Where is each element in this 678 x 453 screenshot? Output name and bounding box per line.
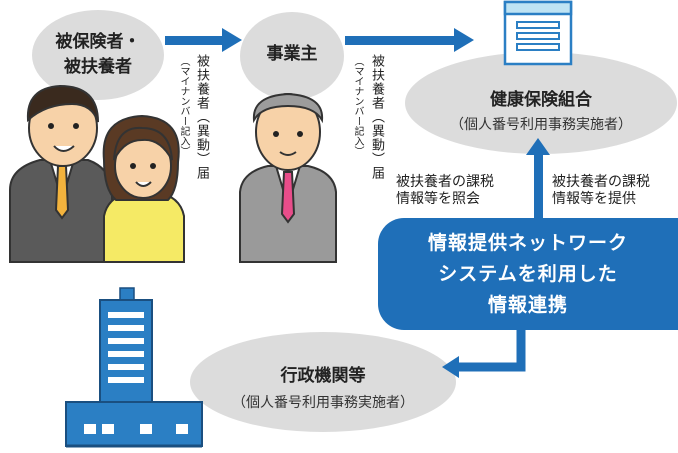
provide-label: 被扶養者の課税 情報等を提供	[552, 174, 650, 208]
network-line3: 情報連携	[487, 294, 568, 316]
network-line2: システムを利用した	[438, 263, 618, 285]
building-icon-government	[65, 287, 203, 448]
notice2-note: （マイナンバー記入）	[352, 56, 363, 156]
employer-label: 事業主	[266, 44, 318, 64]
arrow-to-government-head	[442, 356, 459, 378]
arrow-up-to-union	[526, 138, 550, 220]
provide-line2: 情報等を提供	[552, 191, 636, 207]
inquiry-line1: 被扶養者の課税	[396, 174, 494, 190]
government-subtitle: （個人番号利用事務実施者）	[232, 395, 414, 411]
inquiry-label: 被扶養者の課税 情報等を照会	[396, 174, 494, 208]
notice2-text: 被扶養者（異動）届	[369, 54, 384, 180]
notice1-note: （マイナンバー記入）	[178, 56, 189, 156]
arrow-to-government	[456, 328, 526, 372]
inquiry-line2: 情報等を照会	[396, 191, 480, 207]
building-icon-union	[503, 0, 573, 66]
network-box: 情報提供ネットワーク システムを利用した 情報連携	[378, 218, 678, 330]
health-insurance-ellipse	[405, 52, 677, 154]
government-ellipse	[190, 332, 456, 432]
notice1-text: 被扶養者（異動）届	[194, 54, 209, 180]
health-insurance-subtitle: （個人番号利用事務実施者）	[450, 117, 632, 133]
insured-ellipse	[32, 10, 164, 100]
arrow-employer-to-union	[345, 28, 474, 52]
provide-line1: 被扶養者の課税	[552, 174, 650, 190]
health-insurance-title: 健康保険組合	[490, 90, 592, 110]
arrow-insured-to-employer	[165, 28, 242, 52]
woman-figure	[102, 114, 185, 263]
insured-label-line1: 被保険者・	[55, 32, 141, 52]
employer-ellipse	[240, 12, 344, 100]
employer-figure	[239, 92, 337, 263]
government-title: 行政機関等	[280, 366, 366, 386]
man-figure	[9, 84, 113, 263]
insured-label-line2: 被扶養者	[64, 57, 132, 77]
insured-label: 被保険者・ 被扶養者	[32, 30, 164, 80]
network-line1: 情報提供ネットワーク	[427, 232, 628, 254]
